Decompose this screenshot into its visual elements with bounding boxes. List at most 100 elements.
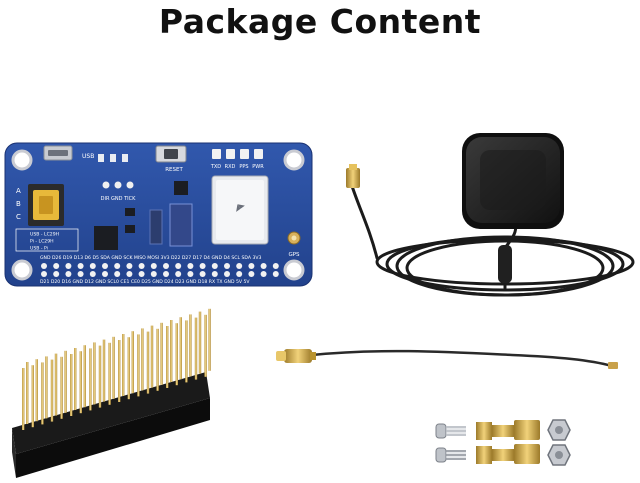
header-pin bbox=[131, 331, 134, 394]
header-pin bbox=[79, 351, 82, 414]
header-pin bbox=[127, 337, 130, 400]
gpio-pad bbox=[224, 271, 230, 277]
gpio-pad bbox=[150, 263, 157, 269]
header-pin bbox=[175, 323, 178, 386]
gpio-pad bbox=[211, 263, 218, 269]
mode-label-2: Pi - LC29H bbox=[30, 239, 54, 245]
gpio-pad bbox=[126, 271, 133, 277]
rf-cable-icon bbox=[276, 349, 618, 369]
gpio-pad bbox=[260, 263, 267, 269]
header-pin bbox=[179, 317, 182, 380]
header-pin bbox=[108, 342, 111, 405]
gpio-pad bbox=[138, 263, 145, 269]
header-pin bbox=[102, 339, 106, 402]
header-pin bbox=[198, 311, 202, 374]
gpio-pad bbox=[272, 271, 279, 277]
switch-label-a: A bbox=[16, 187, 21, 195]
gpio-pad bbox=[224, 263, 230, 269]
header-pin bbox=[156, 328, 159, 391]
gpio-pad bbox=[114, 263, 121, 269]
gpio-pad bbox=[187, 271, 194, 277]
pin-label-top-row: GND D26 D19 D13 D6 D5 SDA GND SCK MISO M… bbox=[40, 255, 262, 261]
header-pin bbox=[118, 340, 121, 402]
header-pin bbox=[166, 326, 169, 388]
header-pin bbox=[170, 320, 173, 382]
gpio-pad bbox=[65, 271, 72, 277]
gpio-pad bbox=[163, 263, 169, 269]
header-pin bbox=[93, 342, 96, 405]
switch-label-b: B bbox=[16, 200, 21, 208]
gpio-pad bbox=[175, 263, 182, 269]
gpio-pad bbox=[102, 263, 108, 269]
gpio-pad bbox=[211, 271, 218, 277]
gpio-pad bbox=[65, 263, 72, 269]
header-pin bbox=[26, 362, 29, 424]
header-pin bbox=[64, 350, 67, 413]
header-pin bbox=[208, 308, 211, 371]
led-label-txd: TXD bbox=[210, 164, 221, 170]
page-title: Package Content bbox=[158, 2, 482, 41]
dir-label: DIR GND TICK bbox=[101, 196, 136, 202]
header-pin bbox=[150, 325, 154, 388]
pin-label-bottom-row: D21 D20 D16 GND D12 GND SCL0 CE1 CE0 D25… bbox=[40, 279, 250, 285]
gpio-pad bbox=[89, 263, 96, 269]
header-pin bbox=[89, 348, 92, 411]
header-pin bbox=[83, 345, 86, 408]
gps-antenna-icon bbox=[346, 133, 635, 297]
header-pin bbox=[50, 359, 54, 422]
header-pin bbox=[31, 365, 34, 428]
header-pin bbox=[160, 322, 163, 385]
gpio-pad bbox=[126, 263, 133, 269]
header-pins bbox=[22, 308, 211, 430]
header-pin bbox=[45, 356, 48, 419]
gpio-pad bbox=[199, 263, 206, 269]
header-pin bbox=[204, 314, 207, 377]
header-pin bbox=[185, 320, 188, 383]
gpio-pad bbox=[114, 271, 121, 277]
gpio-pad bbox=[77, 271, 84, 277]
gpio-pad bbox=[187, 263, 194, 269]
gpio-pad bbox=[53, 263, 60, 269]
gpio-pads bbox=[41, 263, 279, 277]
header-pin bbox=[35, 359, 38, 422]
gpio-pad bbox=[236, 271, 243, 277]
pin-header-icon bbox=[12, 308, 211, 478]
gpio-pad bbox=[53, 271, 60, 277]
header-pin bbox=[189, 314, 192, 377]
header-pin bbox=[74, 348, 77, 410]
gpio-pad bbox=[89, 271, 96, 277]
header-pin bbox=[112, 336, 115, 399]
gps-label: GPS bbox=[288, 252, 300, 258]
led-label-rxd: RXD bbox=[225, 164, 236, 170]
led-label-pps: PPS bbox=[239, 164, 248, 170]
header-pin bbox=[60, 356, 63, 419]
gpio-pad bbox=[41, 271, 47, 277]
header-pin bbox=[141, 328, 144, 391]
mode-label-1: USB - LC29H bbox=[30, 232, 59, 238]
gpio-pad bbox=[41, 263, 47, 269]
gpio-pad bbox=[175, 271, 182, 277]
gpio-pad bbox=[248, 271, 255, 277]
switch-label-c: C bbox=[16, 213, 21, 221]
header-pin bbox=[41, 362, 44, 425]
usb-label: USB bbox=[82, 153, 94, 160]
reset-label: RESET bbox=[165, 167, 183, 173]
gpio-pad bbox=[138, 271, 145, 277]
header-pin bbox=[22, 368, 25, 430]
gpio-pad bbox=[248, 263, 255, 269]
header-pin bbox=[70, 354, 73, 416]
gpio-pad bbox=[260, 271, 267, 277]
header-pin bbox=[194, 317, 198, 380]
gpio-pad bbox=[272, 263, 279, 269]
header-pin bbox=[98, 345, 102, 408]
gpio-pad bbox=[163, 271, 169, 277]
screws-standoffs-icon bbox=[435, 419, 571, 466]
header-pin bbox=[122, 334, 125, 396]
gpio-pad bbox=[150, 271, 157, 277]
header-pin bbox=[137, 334, 140, 397]
gps-hat-board-icon: USB RESET TXD RXD PPS PWR A B C USB - LC… bbox=[4, 142, 313, 287]
mode-label-3: USB - Pi bbox=[30, 246, 48, 252]
led-label-pwr: PWR bbox=[252, 164, 264, 170]
gpio-pad bbox=[77, 263, 84, 269]
